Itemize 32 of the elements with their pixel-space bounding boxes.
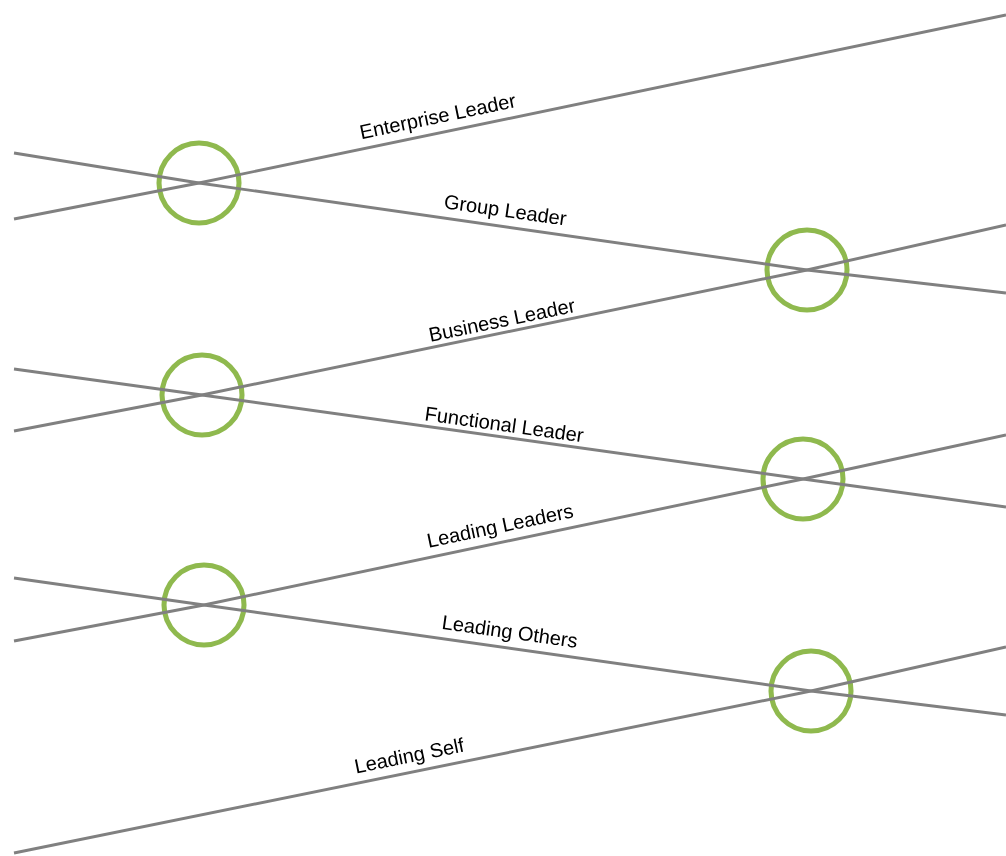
line bbox=[13, 603, 205, 643]
line bbox=[198, 181, 808, 272]
edge-label: Leading Self bbox=[354, 737, 464, 774]
line bbox=[203, 477, 804, 607]
line bbox=[13, 576, 205, 607]
line bbox=[810, 645, 1006, 693]
line bbox=[13, 367, 203, 397]
line bbox=[201, 268, 808, 397]
line bbox=[13, 181, 200, 221]
edge-label: Functional Leader bbox=[425, 406, 584, 442]
ring bbox=[768, 648, 854, 734]
ring bbox=[159, 352, 245, 438]
line bbox=[13, 151, 200, 185]
line bbox=[201, 393, 804, 481]
edge-label: Leading Leaders bbox=[427, 507, 574, 548]
line bbox=[13, 393, 203, 433]
line bbox=[802, 477, 1006, 509]
ring bbox=[156, 140, 242, 226]
ring bbox=[764, 227, 850, 313]
edge-label: Group Leader bbox=[445, 195, 567, 226]
ring bbox=[161, 562, 247, 648]
line bbox=[198, 13, 1006, 185]
edge-label: Leading Others bbox=[442, 615, 577, 648]
edge-label: Enterprise Leader bbox=[360, 96, 515, 139]
line bbox=[203, 603, 812, 693]
line bbox=[13, 689, 812, 855]
line bbox=[806, 268, 1006, 295]
ring bbox=[760, 436, 846, 522]
line bbox=[802, 433, 1006, 481]
edge-label: Business Leader bbox=[429, 301, 575, 342]
line bbox=[806, 223, 1006, 272]
line bbox=[810, 689, 1006, 717]
